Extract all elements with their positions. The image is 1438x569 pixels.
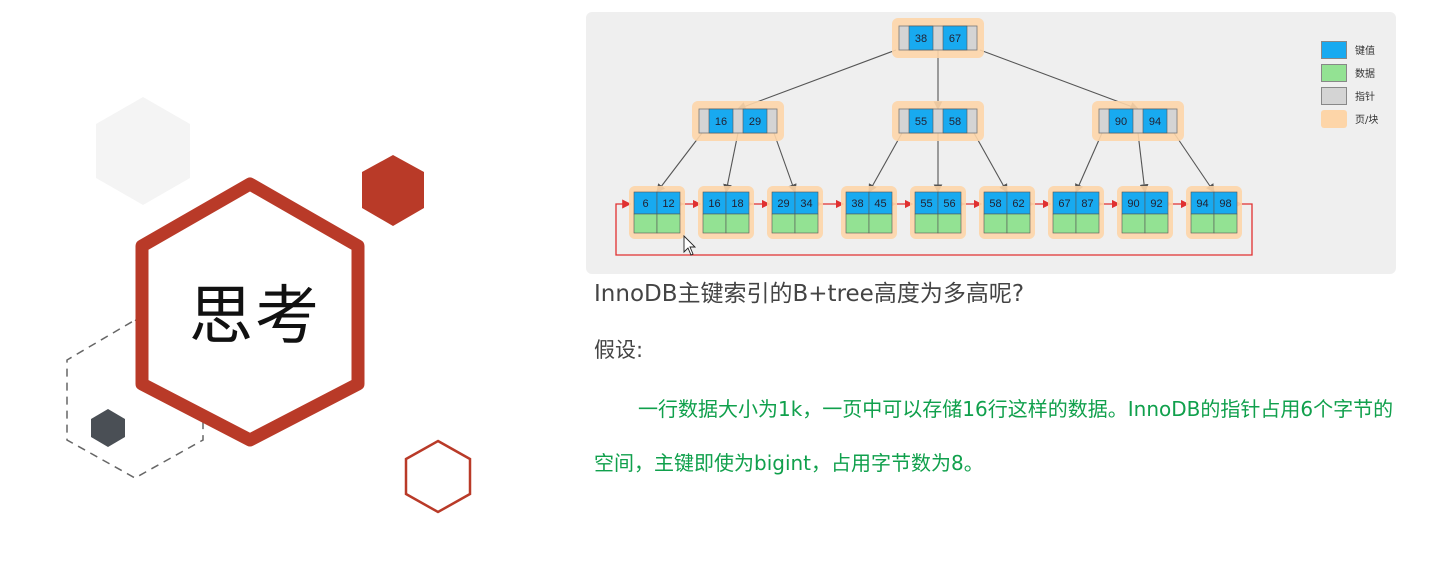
- edge-internal-to-leaf: [1075, 132, 1103, 194]
- leaf-node-data-cell: [771, 213, 796, 234]
- legend-item-key: 键值: [1321, 38, 1378, 61]
- leaf-node-key-label: 62: [1012, 198, 1024, 210]
- leaf-node-data-cell: [845, 213, 870, 234]
- internal-node-key-label: 55: [915, 116, 927, 128]
- leaf-node-key-label: 34: [800, 198, 812, 210]
- legend-item-data: 数据: [1321, 61, 1378, 84]
- leaf-node-data-cell: [937, 213, 962, 234]
- leaf-node-key-label: 55: [920, 198, 932, 210]
- legend-item-pointer: 指针: [1321, 84, 1378, 107]
- edge-internal-to-leaf: [656, 132, 703, 193]
- leaf-node-key-label: 45: [874, 198, 886, 210]
- main-title-hexagon: [135, 177, 365, 447]
- legend-swatch-page: [1321, 109, 1347, 128]
- leaf-node-data-cell: [1144, 213, 1169, 234]
- edge-root-to-internal: [736, 49, 897, 111]
- leaf-node-key-label: 18: [731, 198, 743, 210]
- leaf-node-key-label: 94: [1196, 198, 1208, 210]
- btree-diagram: 38 67 16 29 55 58 90 94 6 12 16 18 29 34 38 45 55 56 58 62 6…: [615, 18, 1253, 256]
- leaf-node-key-label: 16: [708, 198, 720, 210]
- assumption-text: 一行数据大小为1k，一页中可以存储16行这样的数据。InnoDB的指针占用6个字…: [594, 397, 1394, 475]
- leaf-loop-link: [615, 199, 1253, 256]
- edge-internal-to-leaf: [1137, 132, 1149, 194]
- leaf-node-data-cell: [1075, 213, 1100, 234]
- internal-node-key-label: 90: [1115, 116, 1127, 128]
- leaf-node-key-label: 90: [1127, 198, 1139, 210]
- leaf-node-data-cell: [983, 213, 1008, 234]
- legend-label-page: 页/块: [1355, 115, 1379, 126]
- legend-item-page: 页/块: [1321, 107, 1378, 130]
- hexagon-decoration: [66, 97, 472, 514]
- leaf-node-key-label: 6: [642, 198, 648, 210]
- internal-node-key-cell: [1108, 108, 1134, 134]
- leaf-node-data-cell: [914, 213, 939, 234]
- title-think: 思考: [189, 280, 321, 354]
- leaf-node-key-label: 29: [777, 198, 789, 210]
- leaf-node-key-label: 38: [851, 198, 863, 210]
- root-node-key-cell: [942, 25, 968, 51]
- internal-node-key-label: 94: [1149, 116, 1161, 128]
- leaf-node-key-label: 58: [989, 198, 1001, 210]
- leaf-node-key-label: 67: [1058, 198, 1070, 210]
- btree-diagram-panel: 38 67 16 29 55 58 90 94 6 12 16 18 29 34 38 45 55 56 58 62 6…: [586, 12, 1396, 274]
- legend: 键值 数据 指针 页/块: [1321, 38, 1378, 130]
- root-node-key-cell: [908, 25, 934, 51]
- legend-label-pointer: 指针: [1355, 92, 1375, 103]
- leaf-node-data-cell: [794, 213, 819, 234]
- edge-root-to-internal: [979, 49, 1140, 111]
- internal-node-key-label: 58: [949, 116, 961, 128]
- legend-swatch-pointer: [1321, 86, 1347, 105]
- leaf-node-key-label: 98: [1219, 198, 1231, 210]
- legend-swatch-data: [1321, 63, 1347, 82]
- leaf-node-data-cell: [1052, 213, 1077, 234]
- leaf-node-key-label: 12: [662, 198, 674, 210]
- dark-small-hexagon-shape: [91, 409, 125, 447]
- leaf-node-data-cell: [656, 213, 681, 234]
- red-outline-hexagon-shape: [404, 439, 472, 514]
- dashed-hexagon-shape: [66, 319, 204, 479]
- leaf-node-data-cell: [1121, 213, 1146, 234]
- leaf-node-data-cell: [1190, 213, 1215, 234]
- leaf-node-key-label: 56: [943, 198, 955, 210]
- edge-internal-to-leaf: [1173, 132, 1215, 193]
- red-filled-hexagon-shape: [362, 155, 424, 226]
- leaf-node-data-cell: [633, 213, 658, 234]
- edge-internal-to-leaf: [773, 132, 797, 194]
- edge-internal-to-leaf: [868, 132, 903, 193]
- leaf-node-data-cell: [1213, 213, 1238, 234]
- question-text: InnoDB主键索引的B+tree高度为多高呢?: [594, 281, 1025, 307]
- edge-internal-to-leaf: [973, 132, 1008, 193]
- internal-node-key-cell: [708, 108, 734, 134]
- internal-node-key-cell: [942, 108, 968, 134]
- leaf-node-data-cell: [725, 213, 750, 234]
- legend-swatch-key: [1321, 40, 1347, 59]
- legend-label-key: 键值: [1355, 46, 1375, 57]
- leaf-node-key-label: 92: [1150, 198, 1162, 210]
- internal-node-key-label: 29: [749, 116, 761, 128]
- root-node-key-label: 38: [915, 33, 927, 45]
- leaf-node-data-cell: [1006, 213, 1031, 234]
- internal-node-key-cell: [908, 108, 934, 134]
- mouse-cursor-icon: [683, 234, 697, 256]
- internal-node-key-label: 16: [715, 116, 727, 128]
- internal-node-key-cell: [1142, 108, 1168, 134]
- light-hexagon-shape: [96, 97, 190, 205]
- leaf-node-key-label: 87: [1081, 198, 1093, 210]
- root-node-key-label: 67: [949, 33, 961, 45]
- legend-label-data: 数据: [1355, 69, 1375, 80]
- internal-node-key-cell: [742, 108, 768, 134]
- assumption-label: 假设:: [594, 338, 644, 362]
- edge-internal-to-leaf: [723, 132, 739, 194]
- leaf-node-data-cell: [702, 213, 727, 234]
- leaf-node-data-cell: [868, 213, 893, 234]
